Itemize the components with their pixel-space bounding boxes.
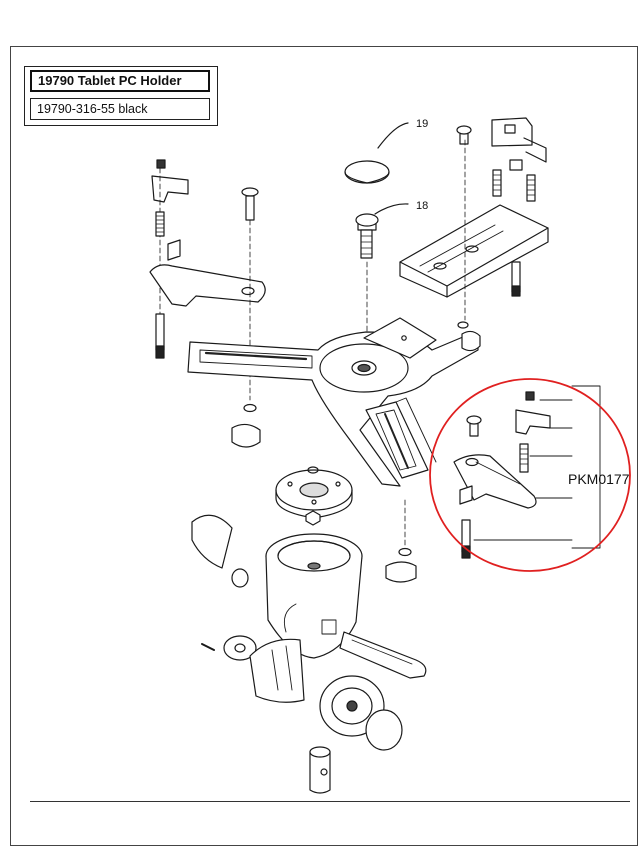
kit-code-label: PKM0177 [568, 471, 630, 487]
pkm0177-kit-parts [453, 391, 551, 559]
tripod-plate [187, 317, 481, 487]
right-knob [385, 499, 417, 583]
left-knob [231, 403, 261, 448]
product-title: 19790 Tablet PC Holder [30, 70, 210, 92]
part-18-screw [355, 203, 409, 361]
sheet-border [10, 46, 638, 846]
rotation-disc [275, 466, 353, 526]
callout-19: 19 [416, 118, 428, 130]
mount-plate-bracket [399, 117, 549, 321]
callout-18: 18 [416, 200, 428, 212]
tension-knob [309, 675, 403, 794]
cup-housing [191, 514, 427, 679]
kit-highlight-circle [429, 378, 631, 572]
part-number: 19790-316-55 black [30, 98, 210, 120]
part-19-cap [344, 122, 409, 184]
footer-rule [30, 801, 630, 802]
lower-clamp-parts [201, 635, 305, 703]
kit-leader-lines [473, 385, 601, 549]
title-block: 19790 Tablet PC Holder 19790-316-55 blac… [24, 66, 218, 126]
upper-left-clamp [149, 159, 266, 401]
